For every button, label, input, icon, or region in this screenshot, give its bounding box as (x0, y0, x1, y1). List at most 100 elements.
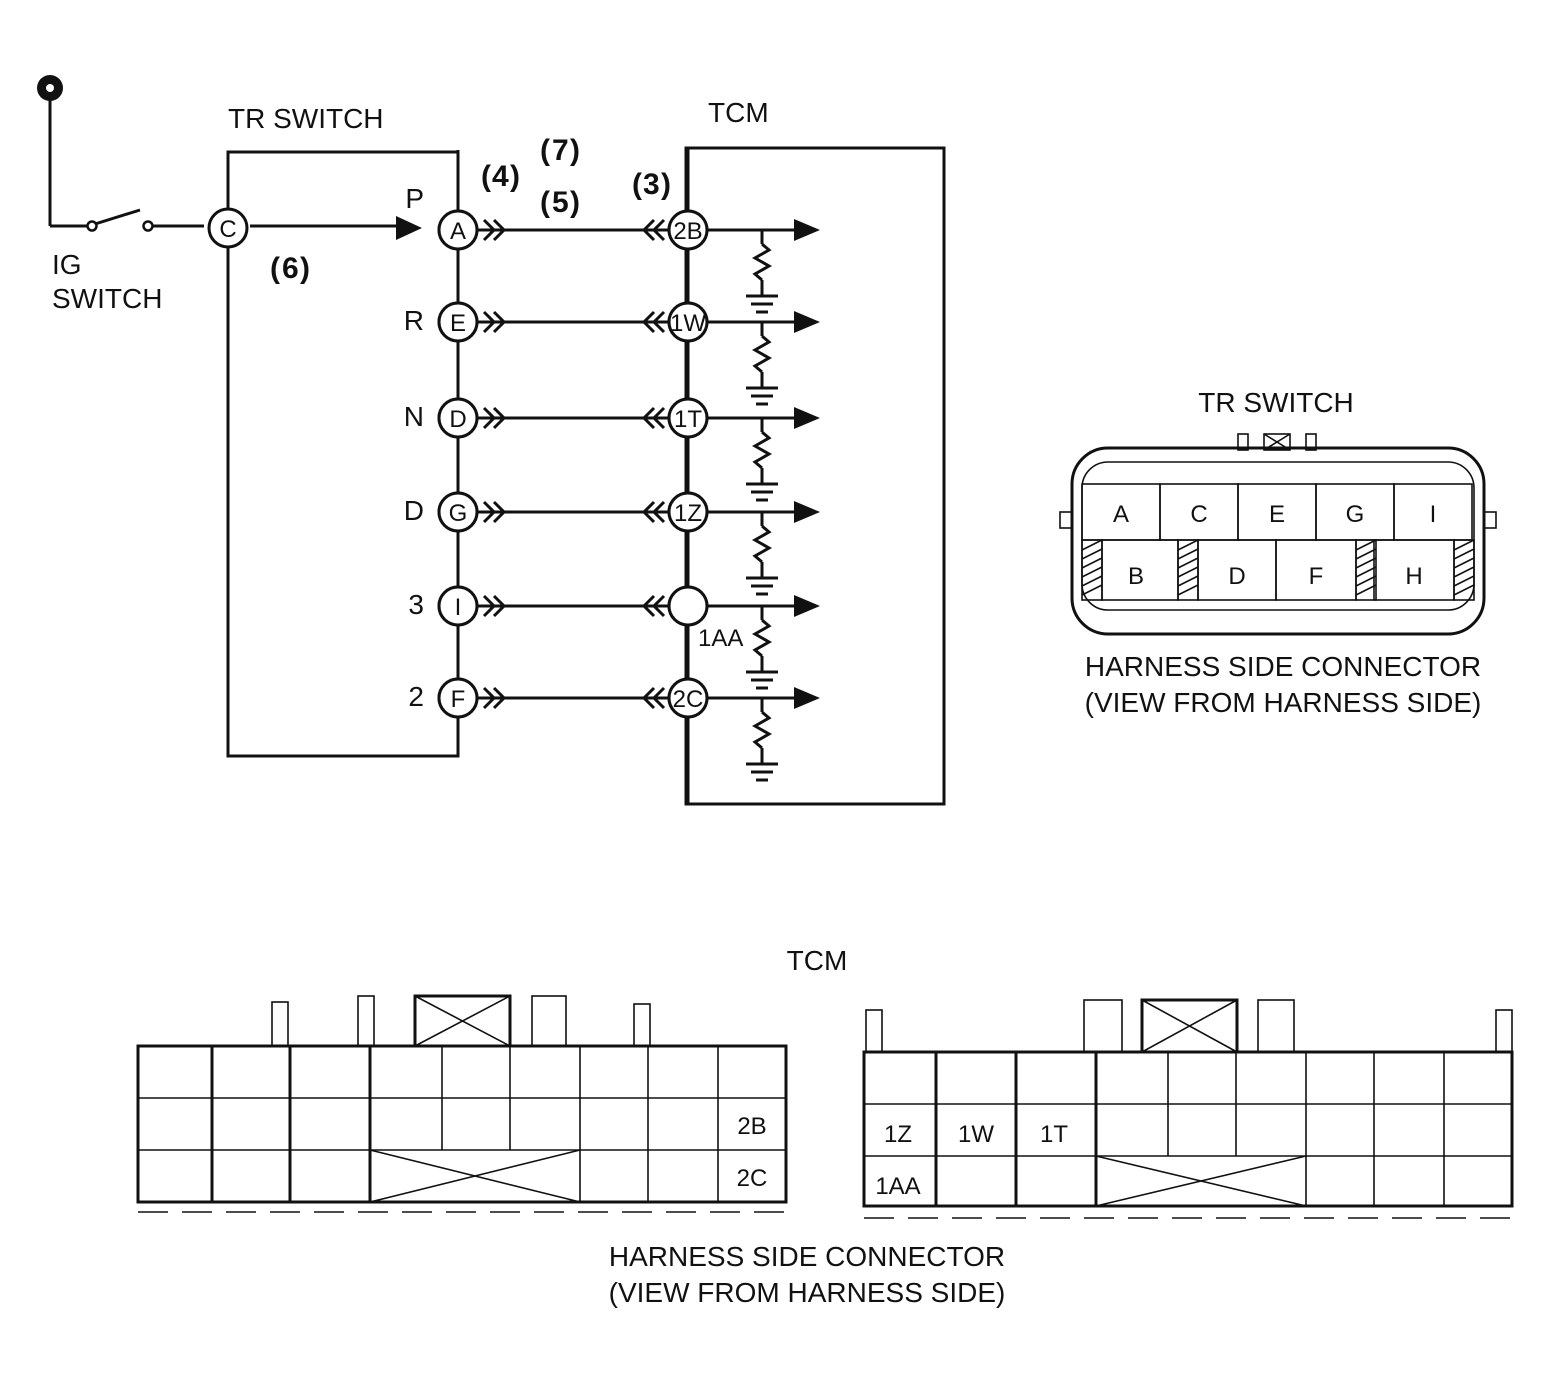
signal-arrow-icon (794, 219, 820, 241)
connector-chevron-icon (482, 218, 497, 242)
signal-arrow-icon (794, 311, 820, 333)
connector-chevron-icon (651, 500, 666, 524)
svg-text:): ) (300, 252, 310, 285)
signal-arrow-icon (794, 687, 820, 709)
resistor-icon (751, 618, 773, 658)
ground-icon (744, 568, 780, 596)
svg-text:): ) (570, 134, 580, 167)
svg-text:(: ( (632, 168, 642, 201)
resistor-icon (751, 334, 773, 374)
svg-text:): ) (661, 168, 671, 201)
ground-icon (744, 662, 780, 690)
tcm-right-label-1t: 1T (1040, 1121, 1068, 1148)
tr-position-n: N (404, 401, 424, 432)
tr-pin-label: D (449, 406, 466, 433)
tcm-connector-left: 2B 2C (136, 994, 788, 1213)
ground-icon (744, 286, 780, 314)
connector-chevron-icon (482, 406, 497, 430)
tcm-right-label-1w: 1W (958, 1121, 994, 1148)
ground-icon (744, 378, 780, 406)
step-marker-6: 6 (282, 252, 299, 285)
tcm-connector-right: 1Z 1W 1T 1AA (862, 998, 1514, 1219)
tr-pin-label: G (449, 500, 468, 527)
connector-chevron-icon (482, 310, 497, 334)
svg-text:(: ( (540, 134, 550, 167)
step-marker-7: 7 (552, 134, 569, 167)
connector-chevron-icon (641, 686, 656, 710)
ig-switch-icon (86, 208, 154, 232)
resistor-icon (751, 524, 773, 564)
svg-text:(: ( (540, 186, 550, 219)
tcm-pin-label: 1T (674, 406, 702, 433)
resistor-icon (751, 242, 773, 282)
connector-chevron-icon (482, 686, 497, 710)
tr-connector-pin-e: E (1269, 501, 1285, 528)
connector-chevron-icon (641, 406, 656, 430)
tcm-pin-label: 2C (673, 686, 704, 713)
tr-connector-caption-1: HARNESS SIDE CONNECTOR (1085, 651, 1481, 682)
connector-chevron-icon (651, 686, 666, 710)
tr-pin-label: A (450, 218, 466, 245)
svg-text:): ) (570, 186, 580, 219)
tcm-connector-title: TCM (787, 945, 848, 976)
connector-chevron-icon (651, 218, 666, 242)
tr-connector-pin-h: H (1405, 563, 1422, 590)
connector-chevron-icon (492, 218, 507, 242)
schematic: IG SWITCH TR SWITCH C TCM ( 4 ) ( 7 ) ( … (37, 75, 946, 806)
tcm-pin-label: 1Z (674, 500, 702, 527)
tr-connector-caption-2: (VIEW FROM HARNESS SIDE) (1085, 687, 1482, 718)
tcm-connector-caption-2: (VIEW FROM HARNESS SIDE) (609, 1277, 1006, 1308)
connector-chevron-icon (651, 406, 666, 430)
connector-chevron-icon (641, 500, 656, 524)
step-marker-5: 5 (552, 186, 569, 219)
tcm-pin-1aa-label: 1AA (698, 625, 743, 652)
connector-chevron-icon (641, 594, 656, 618)
resistor-icon (751, 430, 773, 470)
tcm-left-label-2b: 2B (737, 1113, 766, 1140)
tcm-title: TCM (708, 97, 769, 128)
connector-chevron-icon (492, 594, 507, 618)
ground-icon (744, 754, 780, 782)
tr-connector-pin-c: C (1190, 501, 1207, 528)
tr-pin-label: I (455, 594, 462, 621)
connector-chevron-icon (482, 594, 497, 618)
tcm-pin-label: 1W (670, 310, 706, 337)
connector-chevron-icon (641, 218, 656, 242)
tr-pin-label: F (451, 686, 466, 713)
signal-arrow-icon (794, 595, 820, 617)
connector-chevron-icon (651, 594, 666, 618)
connector-chevron-icon (492, 500, 507, 524)
tcm-connector-caption-1: HARNESS SIDE CONNECTOR (609, 1241, 1005, 1272)
connector-chevron-icon (641, 310, 656, 334)
tr-position-2: 2 (408, 681, 424, 712)
tr-connector-title: TR SWITCH (1198, 387, 1354, 418)
connector-chevron-icon (482, 500, 497, 524)
ig-switch-label-2: SWITCH (52, 283, 162, 314)
tr-connector-pin-d: D (1228, 563, 1245, 590)
tcm-pin-label: 2B (673, 218, 702, 245)
connector-chevron-icon (651, 310, 666, 334)
tr-pin-label: E (450, 310, 466, 337)
tr-switch-box (226, 150, 460, 758)
tr-connector-pin-g: G (1346, 501, 1365, 528)
tr-switch-title: TR SWITCH (228, 103, 384, 134)
ground-icon (744, 474, 780, 502)
tcm-right-label-1aa: 1AA (875, 1173, 920, 1200)
tr-connector-pin-a: A (1113, 501, 1129, 528)
tr-position-3: 3 (408, 589, 424, 620)
tcm-connectors: TCM 2B 2C (136, 945, 1514, 1308)
tr-pin-c: C (219, 216, 236, 243)
ig-switch-label-1: IG (52, 249, 82, 280)
step-marker-3: 3 (643, 168, 660, 201)
svg-text:): ) (510, 160, 520, 193)
tcm-left-label-2c: 2C (737, 1165, 768, 1192)
signal-arrow-icon (794, 407, 820, 429)
tcm-right-label-1z: 1Z (884, 1121, 912, 1148)
connector-chevron-icon (492, 406, 507, 430)
tr-connector-pin-b: B (1128, 563, 1144, 590)
connector-chevron-icon (492, 310, 507, 334)
step-marker-4: 4 (492, 160, 509, 193)
resistor-icon (751, 710, 773, 750)
signal-arrow-icon (794, 501, 820, 523)
